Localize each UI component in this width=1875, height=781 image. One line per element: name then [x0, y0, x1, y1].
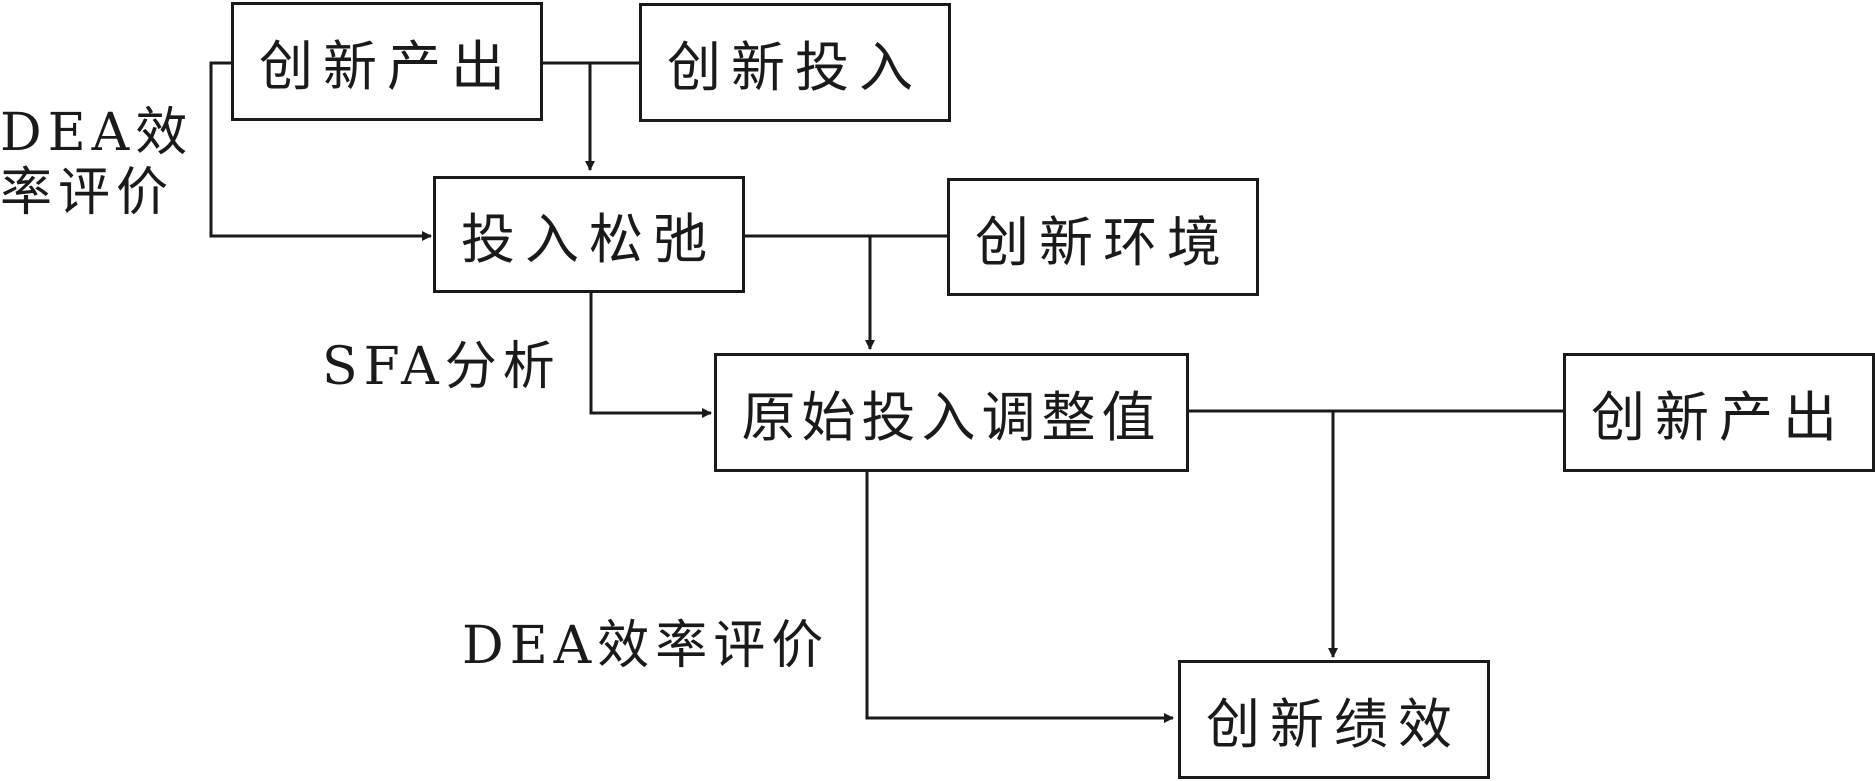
node-input-slack: 投入松弛 — [433, 176, 745, 293]
label-dea-left-line1: DEA效 — [0, 103, 194, 163]
node-innovation-output-right: 创新产出 — [1563, 353, 1875, 472]
node-innovation-output-top: 创新产出 — [231, 2, 543, 121]
node-innovation-input: 创新投入 — [639, 3, 951, 122]
label-dea-bottom: DEA效率评价 — [462, 616, 830, 676]
arrow-dea-left — [209, 61, 432, 241]
label-dea-left-line2: 率评价 — [0, 163, 175, 223]
label-sfa-analysis: SFA分析 — [322, 337, 561, 397]
arrow-dea-bottom — [865, 472, 1174, 723]
node-adjusted-input: 原始投入调整值 — [714, 353, 1189, 472]
node-innovation-performance: 创新绩效 — [1178, 660, 1490, 779]
arrow-sfa — [589, 293, 712, 418]
node-innovation-environment: 创新环境 — [947, 178, 1259, 296]
